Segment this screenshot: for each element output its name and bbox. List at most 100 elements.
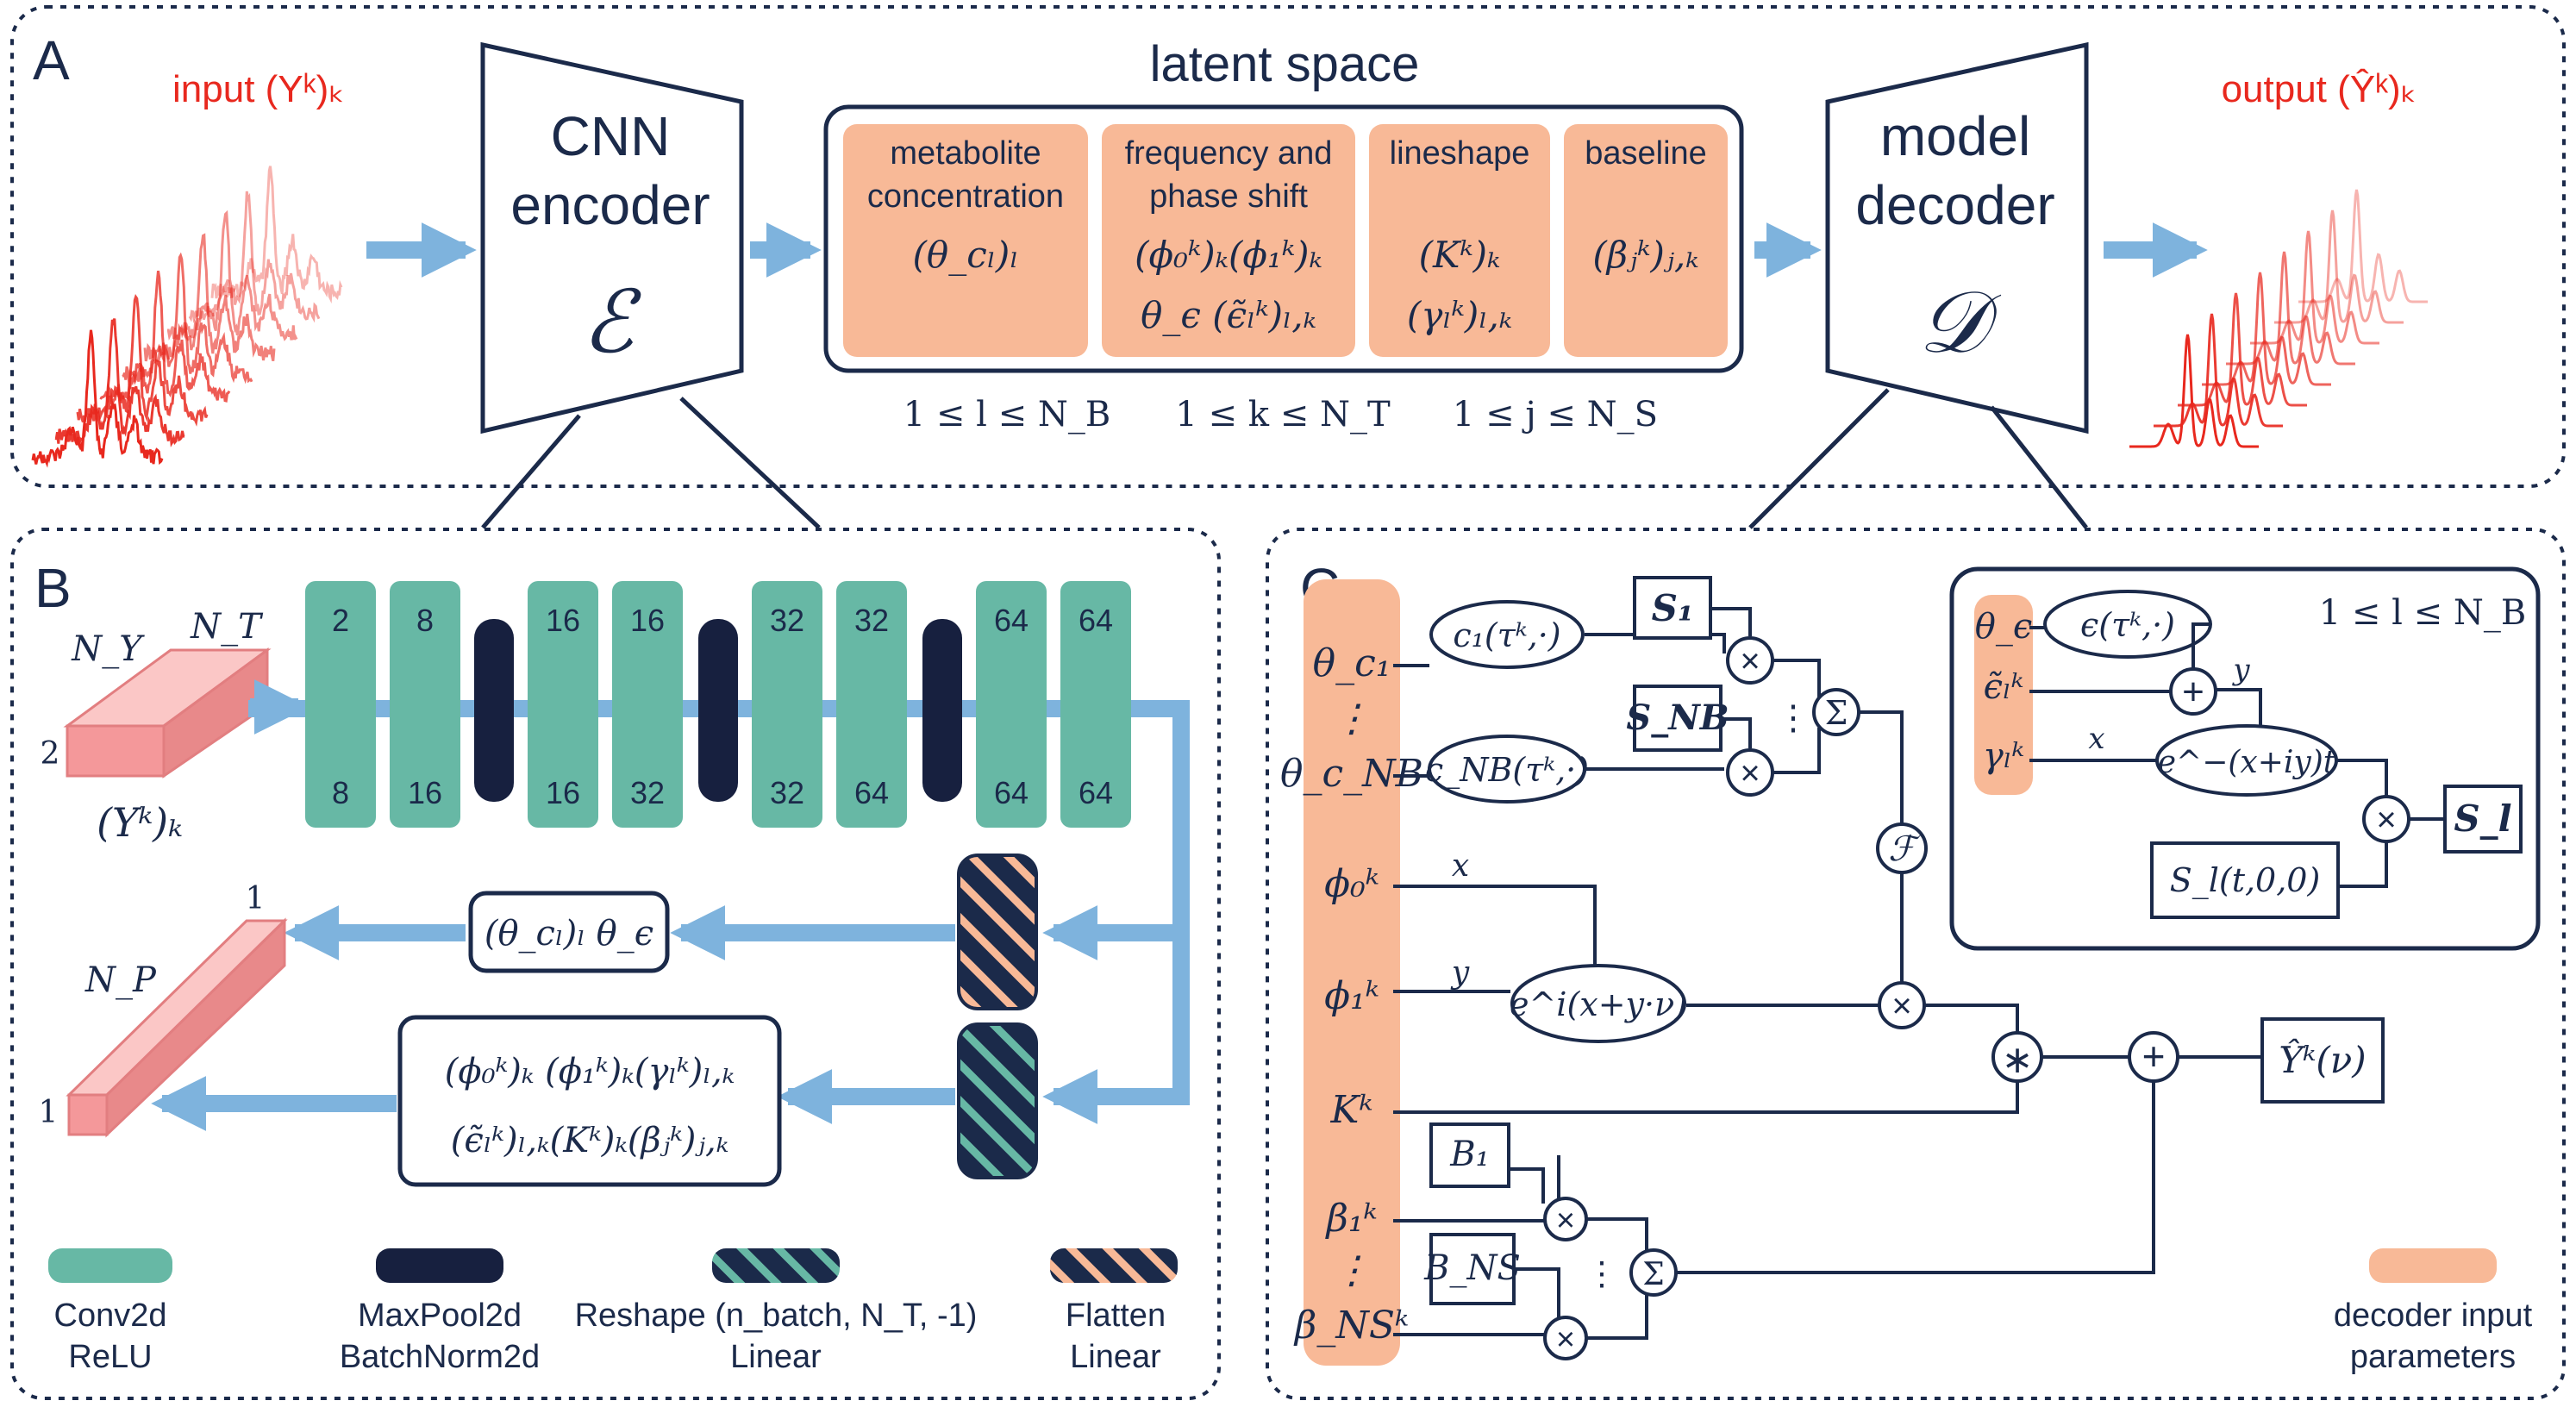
conv-block-6 xyxy=(836,581,907,828)
inset-multiply-node xyxy=(2362,795,2410,843)
latent-box-2-label-2: phase shift xyxy=(1149,178,1308,215)
inset-wire-label-y: y xyxy=(2231,653,2250,687)
latent-box-1-label-1: metabolite xyxy=(890,135,1041,172)
encoder-line2: encoder xyxy=(510,174,710,236)
input-spectrum-trace-7 xyxy=(166,209,298,341)
input-tensor-dim-side: 2 xyxy=(41,736,60,772)
inset-param-eps-tilde: ϵ̃ₗᵏ xyxy=(1984,667,2024,707)
legend-pool-line2: BatchNorm2d xyxy=(340,1339,540,1375)
encoder-symbol: ℰ xyxy=(582,272,642,372)
panel-b-frame xyxy=(10,528,1221,1400)
maxpool-block-1 xyxy=(474,619,514,802)
cNB-function-label: c_NB(τᵏ,·) xyxy=(1425,751,1589,790)
param-beta1: β₁ᵏ xyxy=(1324,1197,1377,1241)
output-box-parameters-line1: (ϕ₀ᵏ)ₖ (ϕ₁ᵏ)ₖ(γₗᵏ)ₗ,ₖ xyxy=(445,1052,735,1091)
conv-block-7-in-channels: 64 xyxy=(994,603,1029,638)
conv-block-2 xyxy=(390,581,460,828)
convolution-node xyxy=(1991,1031,2043,1083)
legend-decoder-input-line2: parameters xyxy=(2350,1339,2516,1375)
latent-box-4-label-1: baseline xyxy=(1585,135,1707,172)
sum-node-baseline xyxy=(1629,1248,1678,1297)
input-spectrum-trace-9 xyxy=(210,166,343,304)
legend-reshape-swatch xyxy=(712,1248,840,1283)
param-dots-2: ⋮ xyxy=(1333,1248,1371,1292)
conv-block-1-out-channels: 8 xyxy=(332,775,349,810)
output-tensor xyxy=(66,917,288,1138)
latent-box-lineshape xyxy=(1369,124,1550,357)
conv-block-4-out-channels: 32 xyxy=(630,775,665,810)
latent-box-1-label-2: concentration xyxy=(867,178,1064,215)
baseline-dots: ⋮ xyxy=(1585,1256,1618,1292)
cNB-function-node xyxy=(1428,735,1586,804)
inset-param-gamma: γₗᵏ xyxy=(1983,736,2024,776)
wire-label-x: x xyxy=(1452,848,1469,884)
output-spectra-plot xyxy=(2129,189,2428,448)
panel-a-letter: A xyxy=(33,29,70,91)
add-baseline-symbol: + xyxy=(2142,1034,2166,1079)
sum-node-metabolites-symbol: Σ xyxy=(1825,694,1848,732)
encoder-zoom-line-left xyxy=(481,414,581,529)
conv-block-7 xyxy=(976,581,1047,828)
latent-box-3-label-1: lineshape xyxy=(1390,135,1530,172)
flatten-linear-block xyxy=(957,854,1038,1010)
latent-box-2-equation-2: θ_ϵ (ϵ̃ₗᵏ)ₗ,ₖ xyxy=(1141,294,1316,336)
conv-block-7-out-channels: 64 xyxy=(994,775,1029,810)
decoder-zoom-line-right xyxy=(1990,405,2088,529)
panel-c-frame xyxy=(1266,528,2566,1400)
inset-param-theta-eps: θ_ϵ xyxy=(1975,607,2032,647)
panel-c: C θ_c₁ ⋮ θ_c_NB ϕ₀ᵏ ϕ₁ᵏ Kᵏ β₁ᵏ ⋮ β_NSᵏ xyxy=(1266,528,2566,1400)
phase-exponential-label: e^i(x+y·ν) xyxy=(1510,985,1687,1023)
metabolite-dots: ⋮ xyxy=(1776,699,1810,737)
wire-label-y: y xyxy=(1450,955,1470,991)
panel-b-letter: B xyxy=(34,557,72,619)
latent-box-2-equation-1: (ϕ₀ᵏ)ₖ(ϕ₁ᵏ)ₖ xyxy=(1135,234,1322,276)
conv-block-5-in-channels: 32 xyxy=(770,603,804,638)
inset-decay-exponential-node xyxy=(2155,724,2338,797)
input-spectra-plot xyxy=(31,166,343,468)
legend-conv-swatch xyxy=(48,1248,172,1283)
decoder-block xyxy=(1825,41,2089,435)
latent-box-frequency-phase xyxy=(1102,124,1355,357)
conv-block-6-out-channels: 64 xyxy=(854,775,889,810)
input-tensor xyxy=(63,647,272,779)
inset-Sl-label: S_l xyxy=(2454,797,2511,840)
sum-node-baseline-symbol: Σ xyxy=(1642,1257,1664,1292)
conv-block-3-in-channels: 16 xyxy=(546,603,580,638)
conv-block-8-in-channels: 64 xyxy=(1079,603,1113,638)
latent-box-2-label-1: frequency and xyxy=(1125,135,1333,172)
legend-pool-line1: MaxPool2d xyxy=(358,1298,522,1334)
conv-block-1 xyxy=(305,581,376,828)
inset-eps-function-label: ϵ(τᵏ,·) xyxy=(2080,606,2175,644)
latent-box-baseline xyxy=(1564,124,1728,357)
range-j: 1 ≤ j ≤ N_S xyxy=(1453,395,1658,435)
legend-conv-line1: Conv2d xyxy=(54,1298,167,1334)
convolution-node-symbol: ∗ xyxy=(2002,1039,2034,1081)
conv-block-3-out-channels: 16 xyxy=(546,775,580,810)
input-tensor-dim-top: N_T xyxy=(190,607,264,647)
input-spectrum-trace-6 xyxy=(143,233,276,363)
latent-box-3-equation-1: (Kᵏ)ₖ xyxy=(1419,234,1501,276)
output-spectrum-trace-7 xyxy=(2274,209,2404,324)
legend-reshape-line2: Linear xyxy=(730,1339,822,1375)
inset-multiply-symbol: × xyxy=(2376,801,2396,839)
baseline-B1-label: B₁ xyxy=(1449,1135,1489,1174)
output-spectrum-trace-5 xyxy=(2226,251,2355,366)
add-baseline-node xyxy=(2128,1031,2179,1083)
conv-block-1-in-channels: 2 xyxy=(332,603,349,638)
legend-flatten-line1: Flatten xyxy=(1066,1298,1166,1334)
multiply-node-sNB xyxy=(1726,748,1774,797)
output-spectrum-trace-2 xyxy=(2154,313,2283,428)
multiply-node-s1-symbol: × xyxy=(1740,642,1760,680)
multiply-node-BNS xyxy=(1543,1316,1588,1360)
c1-function-label: c₁(τᵏ,·) xyxy=(1453,616,1560,654)
output-box-parameters-line2: (ϵ̃ₗᵏ)ₗ,ₖ(Kᵏ)ₖ(βⱼᵏ)ⱼ,ₖ xyxy=(451,1121,729,1160)
sum-node-metabolites xyxy=(1812,688,1860,736)
reshape-linear-block xyxy=(957,1022,1038,1179)
basis-S1-label: S₁ xyxy=(1652,587,1694,629)
conv-block-5 xyxy=(752,581,822,828)
output-tensor-dim-top: 1 xyxy=(246,881,266,916)
maxpool-block-3 xyxy=(922,619,962,802)
inset-Sl-t-label: S_l(t,0,0) xyxy=(2170,861,2321,900)
